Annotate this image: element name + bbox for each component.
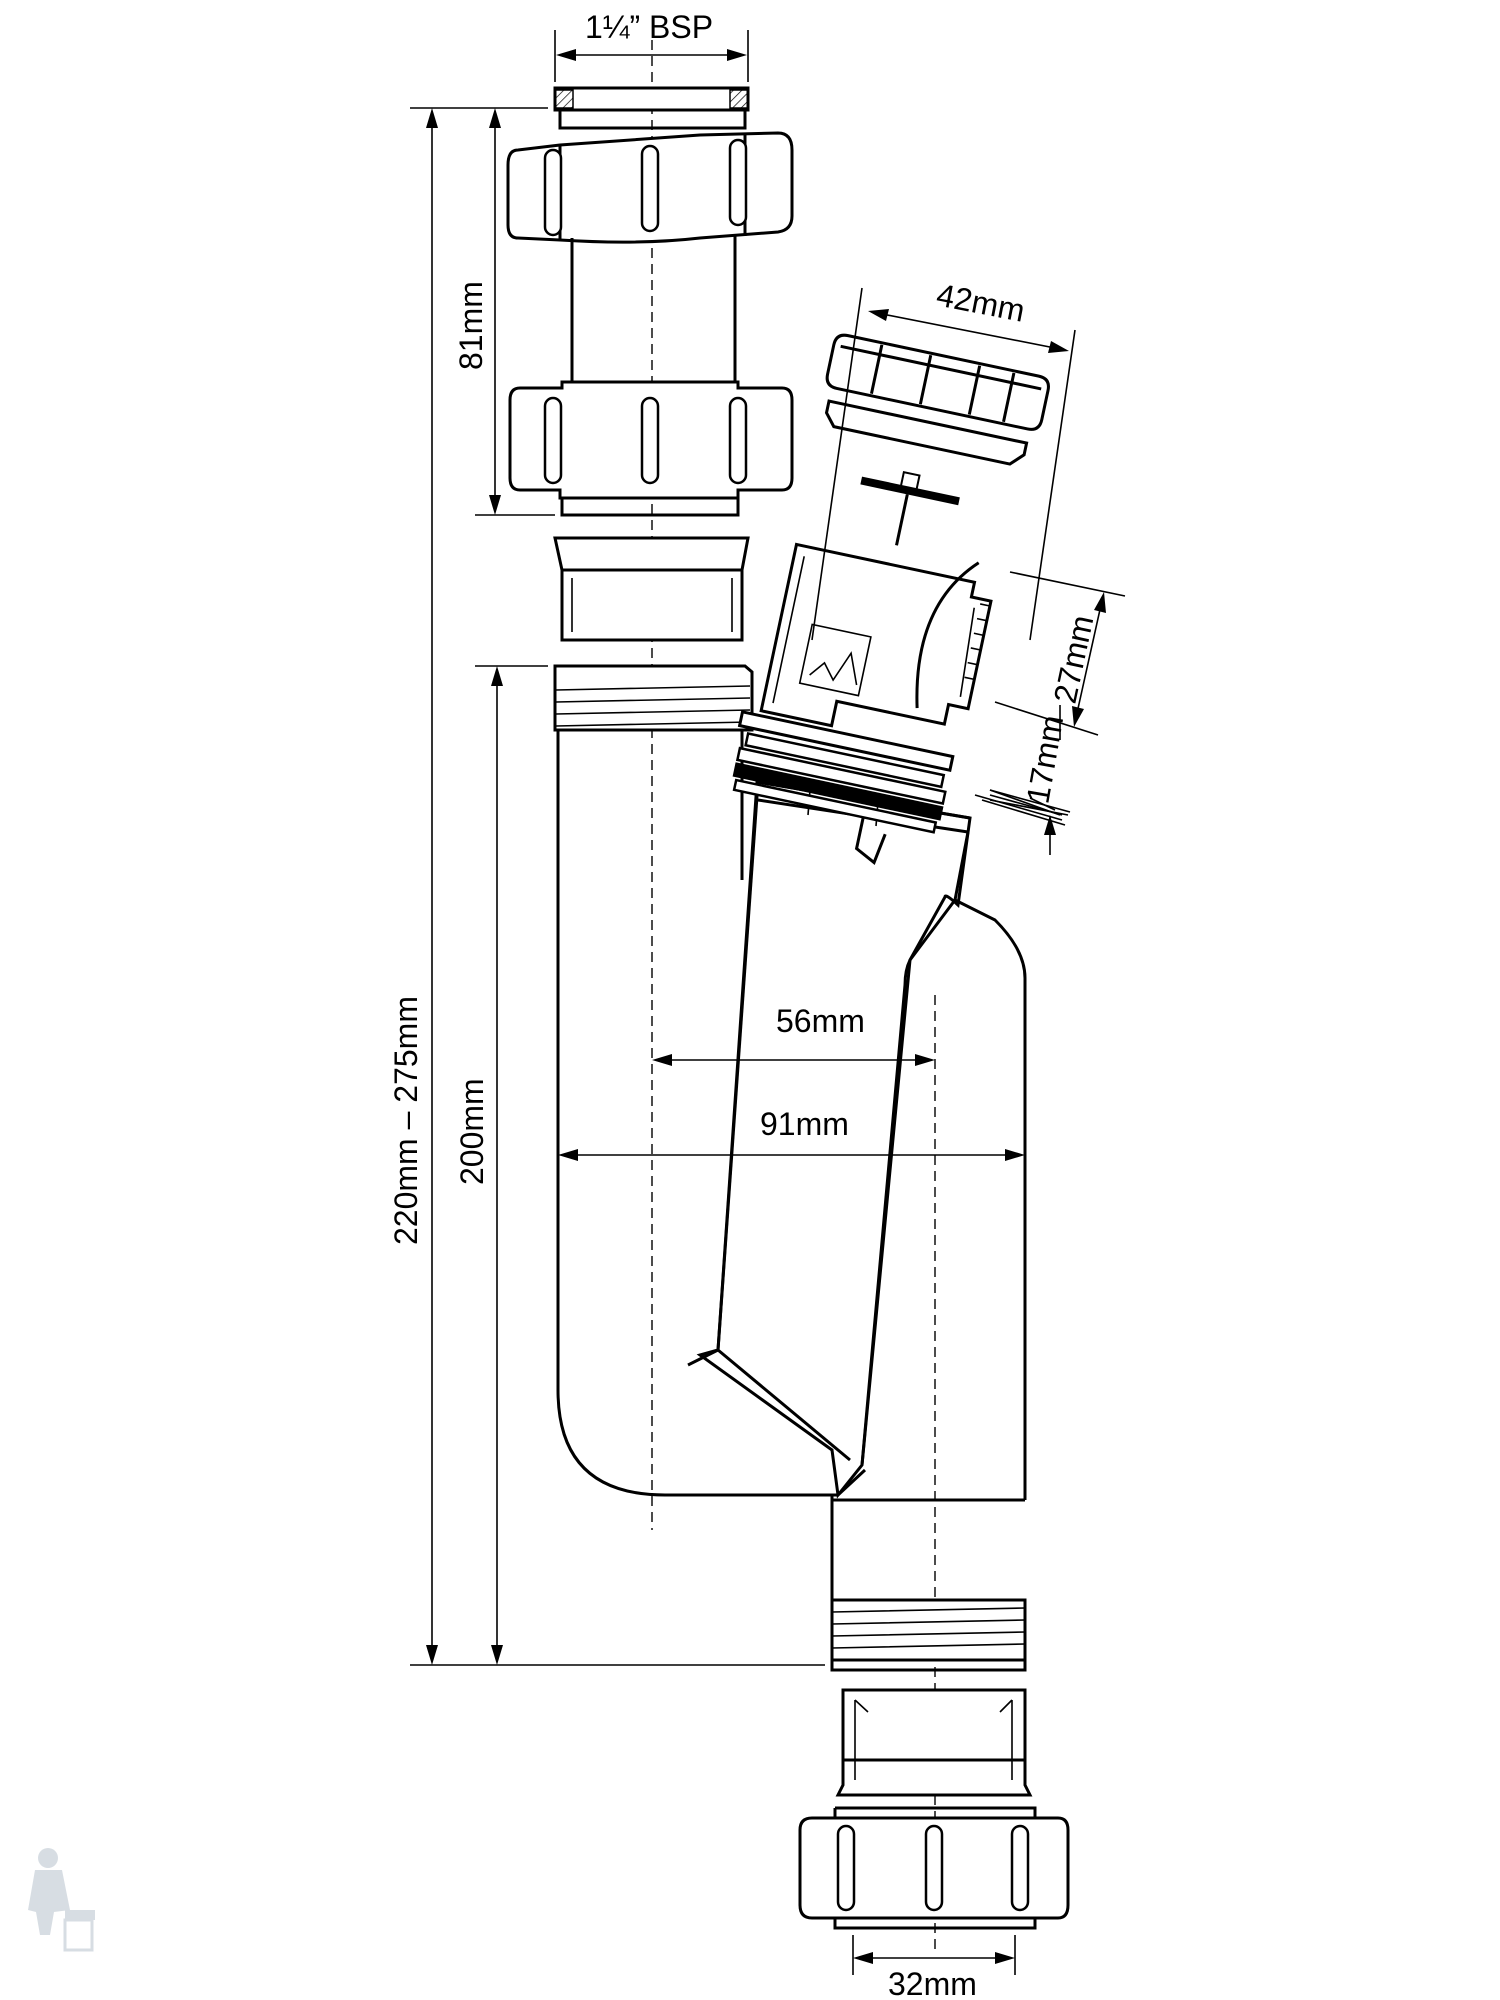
outlet-adapter: [835, 1688, 1033, 1797]
valve-gaskets: [732, 710, 955, 865]
dim-body-width-label: 91mm: [760, 1106, 849, 1142]
valve-cap-nut: [825, 333, 1050, 431]
dim-valve-height-label: 27mm: [1047, 612, 1101, 706]
dim-body-height: 200mm: [454, 665, 548, 1665]
lower-compression-nut: [508, 380, 794, 517]
valve-washer: [824, 399, 1029, 466]
dim-center-offset: 56mm: [652, 1003, 935, 1066]
dim-center-offset-label: 56mm: [776, 1003, 865, 1039]
dim-upper-length: 81mm: [453, 107, 555, 516]
outlet-compression-nut: [798, 1806, 1070, 1930]
trap-body: [553, 664, 1027, 1672]
upper-tube: [570, 235, 737, 388]
dim-top-thread: 1¼” BSP: [554, 9, 749, 82]
top-adapter: [553, 86, 750, 130]
valve-assembly: [732, 333, 1050, 865]
valve-plunger: [860, 471, 960, 546]
dim-outlet-label: 32mm: [888, 1966, 977, 2000]
dim-body-height-label: 200mm: [454, 1078, 490, 1185]
dim-overall-label: 220mm – 275mm: [388, 996, 424, 1245]
dim-upper-length-label: 81mm: [453, 281, 489, 370]
dim-waste-width-label: 42mm: [934, 277, 1028, 329]
dim-gasket-height-label: 17mm: [1019, 712, 1070, 806]
tail-piece: [553, 536, 750, 642]
dim-overall: 220mm – 275mm: [388, 107, 825, 1666]
plumber-logo-icon: [28, 1848, 95, 1952]
dim-outlet: 32mm: [852, 1935, 1016, 2000]
valve-body: [759, 542, 993, 728]
dim-body-width: 91mm: [558, 1106, 1025, 1161]
upper-compression-nut: [506, 131, 794, 244]
dim-gasket-height: 17mm: [974, 705, 1070, 855]
dim-top-thread-label: 1¼” BSP: [585, 9, 713, 45]
